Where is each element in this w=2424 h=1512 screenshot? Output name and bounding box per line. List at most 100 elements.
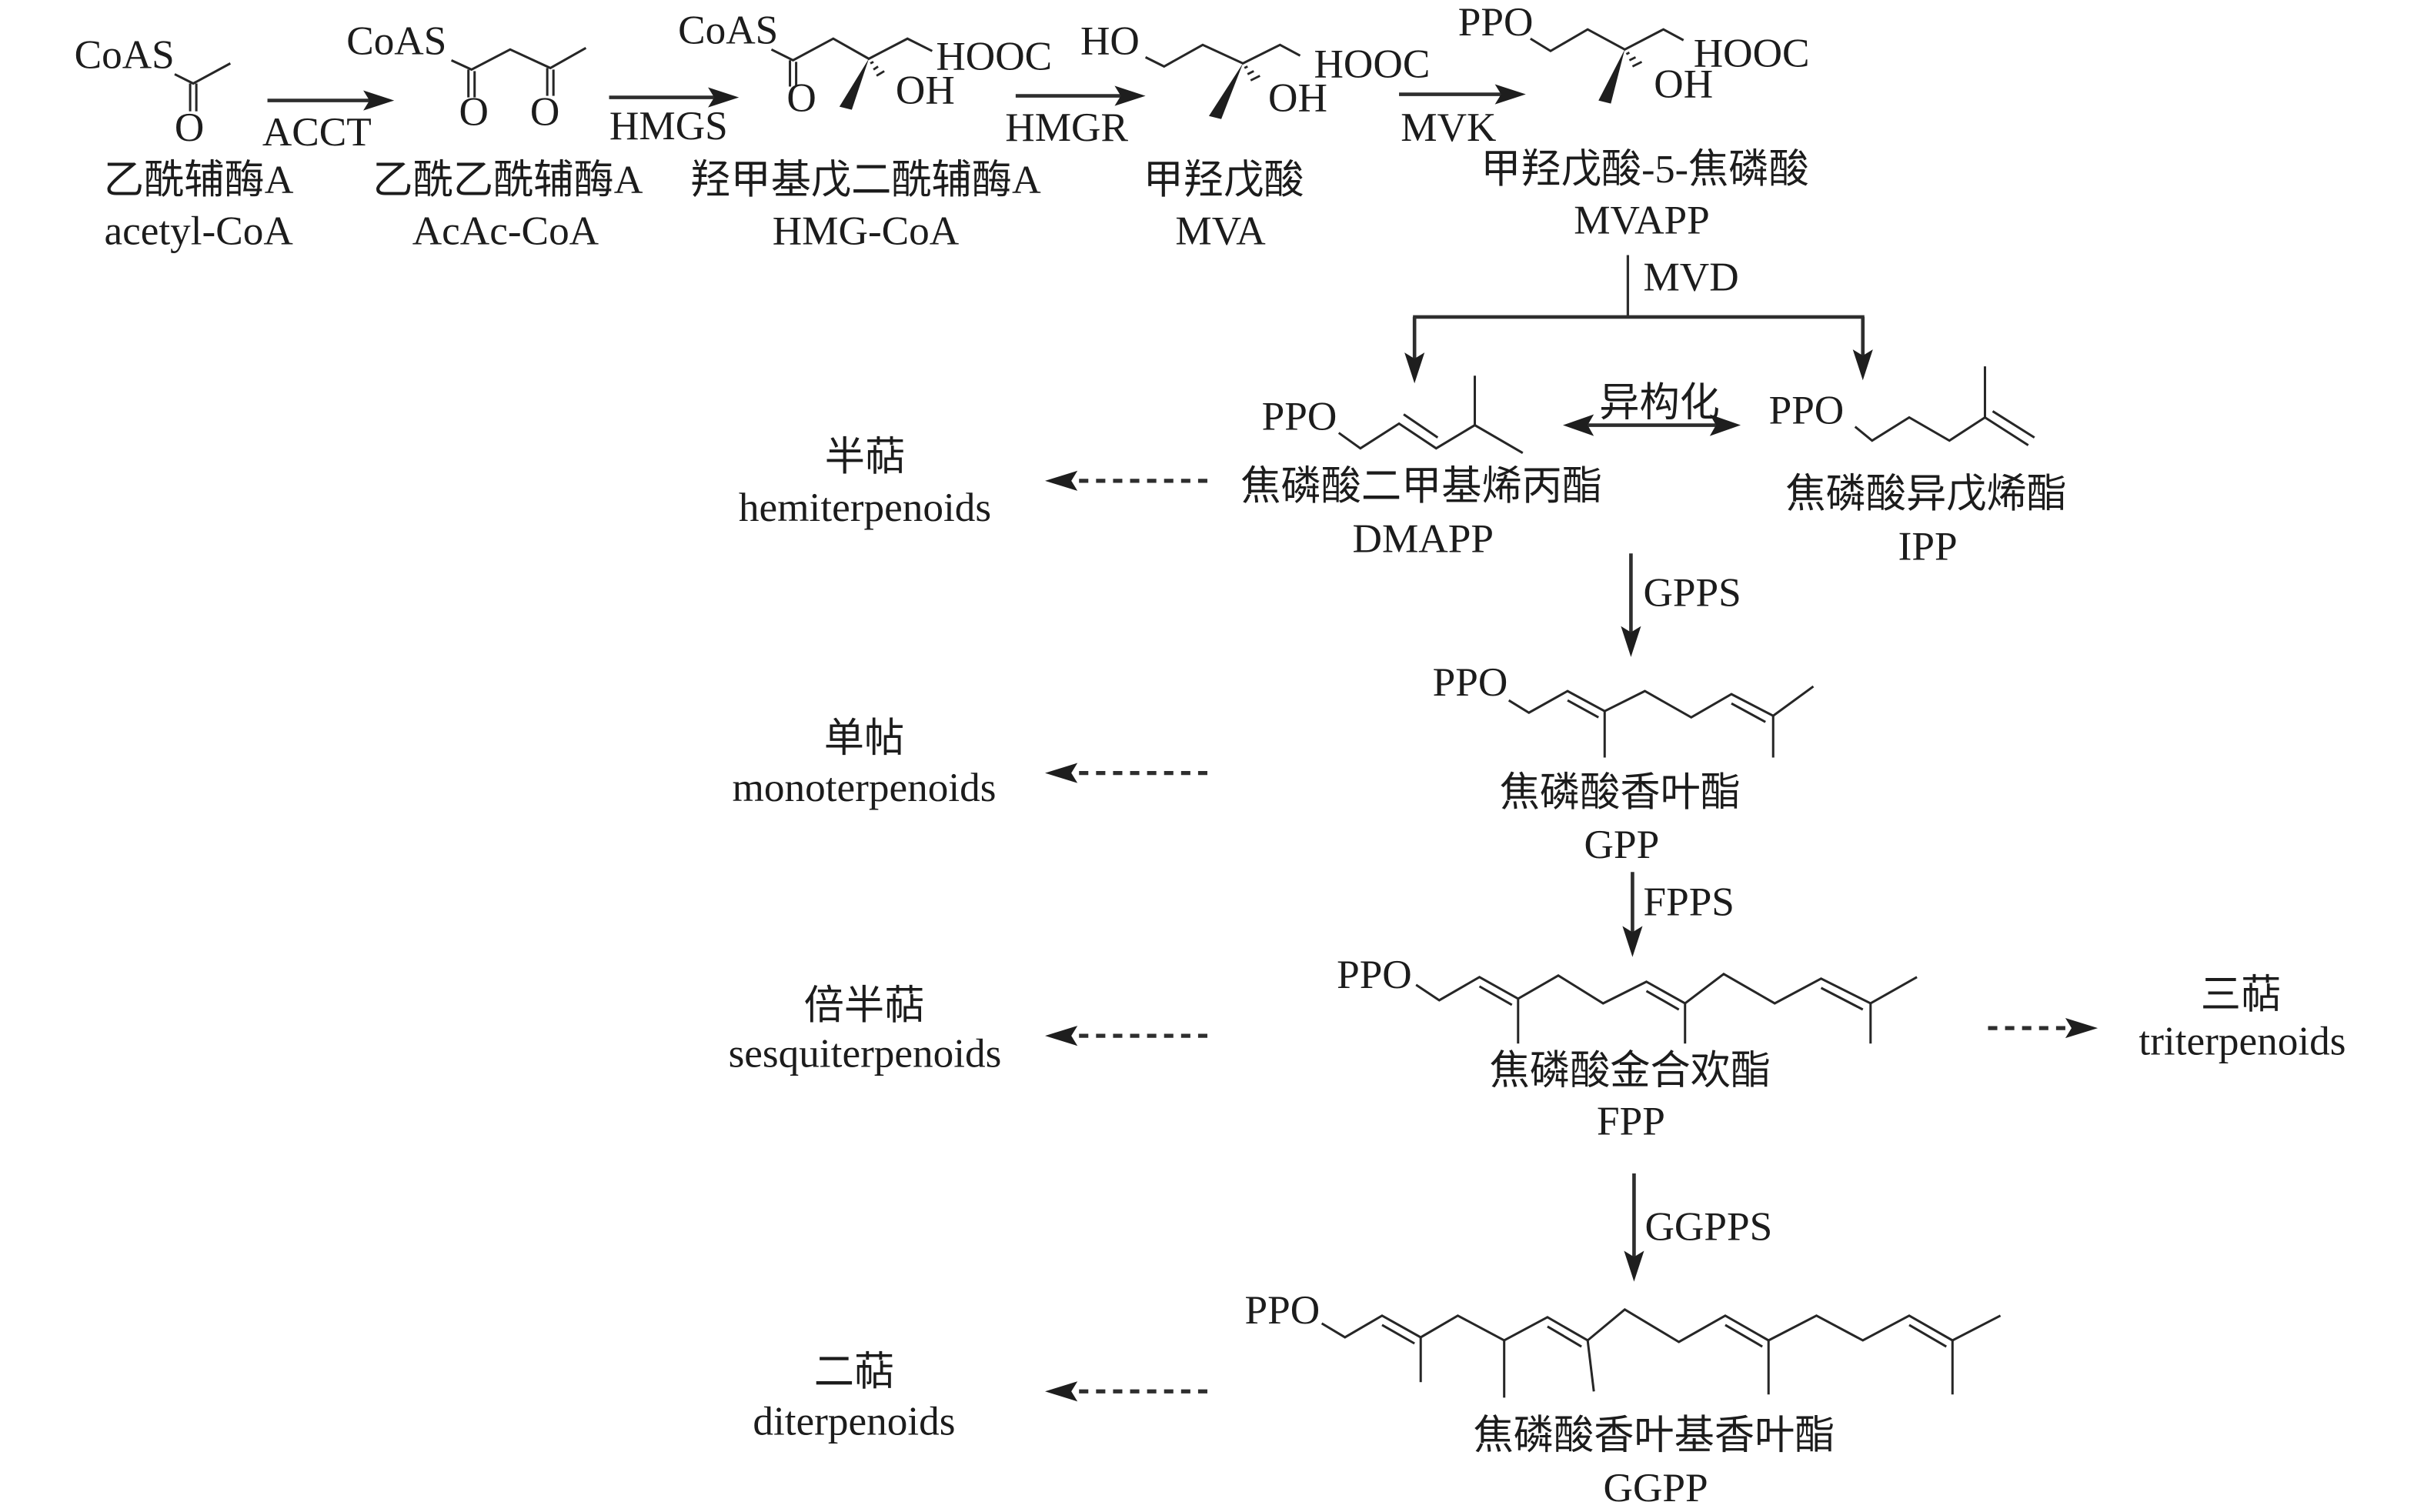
compound-name-en: MVA: [1175, 208, 1266, 253]
compound-name-en: GPP: [1584, 822, 1660, 867]
reaction-arrow-ggpps: GGPPS: [1624, 1173, 1772, 1282]
arrow-head-icon: [1494, 84, 1526, 105]
compound-name-cn: 焦磷酸异戊烯酯: [1785, 472, 2067, 516]
enzyme-label: GPPS: [1643, 570, 1741, 616]
enzyme-label: MVK: [1401, 105, 1496, 150]
compound-name-cn: 焦磷酸香叶基香叶酯: [1474, 1414, 1835, 1458]
compound-name-cn: 甲羟戊酸: [1144, 158, 1304, 202]
pyrophosphate-group-label: PPO: [1458, 0, 1534, 45]
coas-group-label: CoAS: [346, 18, 446, 63]
oxygen-label: O: [786, 75, 816, 121]
acac-skeleton-bond: [450, 46, 587, 72]
compound-name-en: IPP: [1898, 523, 1958, 569]
arrow-head-icon: [1045, 470, 1078, 491]
oxygen-label: O: [459, 89, 489, 135]
compound-name-en: FPP: [1597, 1099, 1665, 1144]
class-name-cn: 二萜: [814, 1350, 894, 1394]
oxygen-label: O: [530, 89, 559, 135]
hmg-skeleton-bond: [770, 37, 933, 62]
arrow-head-icon: [1621, 626, 1641, 657]
wedge-bond: [839, 58, 870, 110]
arrow-head-icon: [708, 87, 740, 108]
double-bond: [1403, 413, 1439, 439]
reaction-arrow-acct: ACCT: [262, 90, 395, 155]
mva-skeleton-bond: [1144, 43, 1301, 68]
double-bond: [1731, 702, 1766, 723]
arrow-head-icon: [2065, 1018, 2098, 1039]
arrow-head-right-icon: [1709, 414, 1741, 436]
arrow-head-icon: [1852, 349, 1873, 381]
compound-gpp: PPO 焦磷酸香叶酯 GPP: [1433, 659, 1815, 867]
arrow-head-icon: [1045, 1026, 1078, 1046]
class-name-cn: 三萜: [2201, 973, 2281, 1017]
compound-name-cn: 甲羟戊酸-5-焦磷酸: [1481, 147, 1808, 192]
pyrophosphate-group-label: PPO: [1262, 394, 1337, 439]
methyl-bond: [1586, 1340, 1595, 1392]
terpenoid-class-sesqui: 倍半萜 sesquiterpenoids: [729, 983, 1207, 1076]
reaction-arrow-fpps: FPPS: [1622, 872, 1735, 957]
reaction-arrow-mvk: MVK: [1399, 84, 1526, 150]
class-name-en: sesquiterpenoids: [729, 1030, 1002, 1076]
enzyme-label: HMGS: [609, 103, 728, 149]
arrow-head-icon: [1622, 926, 1643, 957]
isomerization-arrow: 异构化: [1563, 380, 1741, 436]
hydroxyl-group-label: HO: [1080, 18, 1140, 63]
terpenoid-class-di: 二萜 diterpenoids: [753, 1350, 1207, 1444]
class-name-cn: 单帖: [824, 716, 904, 760]
compound-ipp: PPO 焦磷酸异戊烯酯 IPP: [1769, 366, 2067, 569]
compound-name-en: GGPP: [1604, 1465, 1708, 1510]
arrow-head-icon: [1045, 1381, 1078, 1402]
enzyme-label: FPPS: [1643, 879, 1734, 924]
ipp-skeleton-bond: [1854, 416, 2029, 446]
compound-dmapp: PPO 焦磷酸二甲基烯丙酯 DMAPP: [1240, 375, 1602, 561]
coas-group-label: CoAS: [75, 32, 175, 77]
enzyme-label: HMGR: [1005, 105, 1128, 150]
compound-mva: HO HOOC OH 甲羟戊酸 MVA: [1080, 18, 1430, 253]
fpp-skeleton-bond: [1415, 972, 1918, 1005]
carboxyl-group-label: HOOC: [1694, 30, 1810, 75]
pyrophosphate-group-label: PPO: [1769, 388, 1845, 433]
arrow-head-left-icon: [1563, 414, 1594, 436]
class-name-cn: 倍半萜: [804, 983, 925, 1028]
reaction-arrow-gpps: GPPS: [1621, 553, 1741, 657]
enzyme-label: ACCT: [262, 109, 372, 155]
compound-acac-coa: CoAS O O 乙酰乙酰辅酶A AcAc-CoA: [346, 18, 643, 253]
hydroxyl-group-label: OH: [1268, 75, 1327, 121]
oxygen-label: O: [175, 105, 204, 150]
compound-name-cn: 焦磷酸金合欢酯: [1490, 1048, 1771, 1093]
double-bond: [1820, 986, 1864, 1011]
isomerization-label: 异构化: [1599, 380, 1720, 425]
terpenoid-class-hemi: 半萜 hemiterpenoids: [739, 435, 1207, 530]
compound-ggpp: PPO 焦磷酸香叶基香叶酯 GGPP: [1245, 1287, 2002, 1510]
compound-name-cn: 乙酰乙酰辅酶A: [372, 158, 643, 202]
double-bond: [1381, 1323, 1415, 1345]
arrow-head-icon: [1114, 85, 1146, 106]
reaction-branch-mvd: MVD: [1404, 255, 1873, 384]
reaction-arrow-hmgr: HMGR: [1005, 85, 1146, 150]
hydroxyl-group-label: OH: [1654, 62, 1713, 107]
carboxyl-group-label: HOOC: [1314, 41, 1431, 86]
reaction-arrow-hmgs: HMGS: [609, 87, 740, 149]
double-bond: [1478, 985, 1513, 1006]
compound-name-cn: 乙酰辅酶A: [104, 158, 294, 202]
double-bond: [1567, 699, 1599, 719]
enzyme-label: MVD: [1643, 255, 1738, 300]
compound-name-en: acetyl-CoA: [104, 208, 293, 253]
carboxyl-group-label: HOOC: [936, 33, 1052, 78]
dmapp-skeleton-bond: [1337, 422, 1524, 454]
arrow-head-icon: [1624, 1250, 1644, 1282]
compound-name-cn: 焦磷酸香叶酯: [1500, 770, 1741, 815]
compound-hmg-coa: CoAS O HOOC OH 羟甲基戊二酰辅酶A HMG-CoA: [678, 7, 1052, 253]
wedge-bond: [1208, 63, 1244, 119]
class-name-en: triterpenoids: [2139, 1018, 2346, 1063]
compound-name-en: HMG-CoA: [773, 208, 960, 253]
compound-name-en: AcAc-CoA: [412, 208, 599, 253]
mvapp-skeleton-bond: [1530, 28, 1684, 53]
compound-name-cn: 焦磷酸二甲基烯丙酯: [1240, 464, 1602, 509]
ggpp-skeleton-bond: [1321, 1307, 2002, 1343]
gpp-skeleton-bond: [1507, 685, 1815, 719]
pyrophosphate-group-label: PPO: [1245, 1287, 1321, 1333]
wedge-bond: [1598, 49, 1625, 104]
compound-name-en: DMAPP: [1353, 516, 1494, 561]
